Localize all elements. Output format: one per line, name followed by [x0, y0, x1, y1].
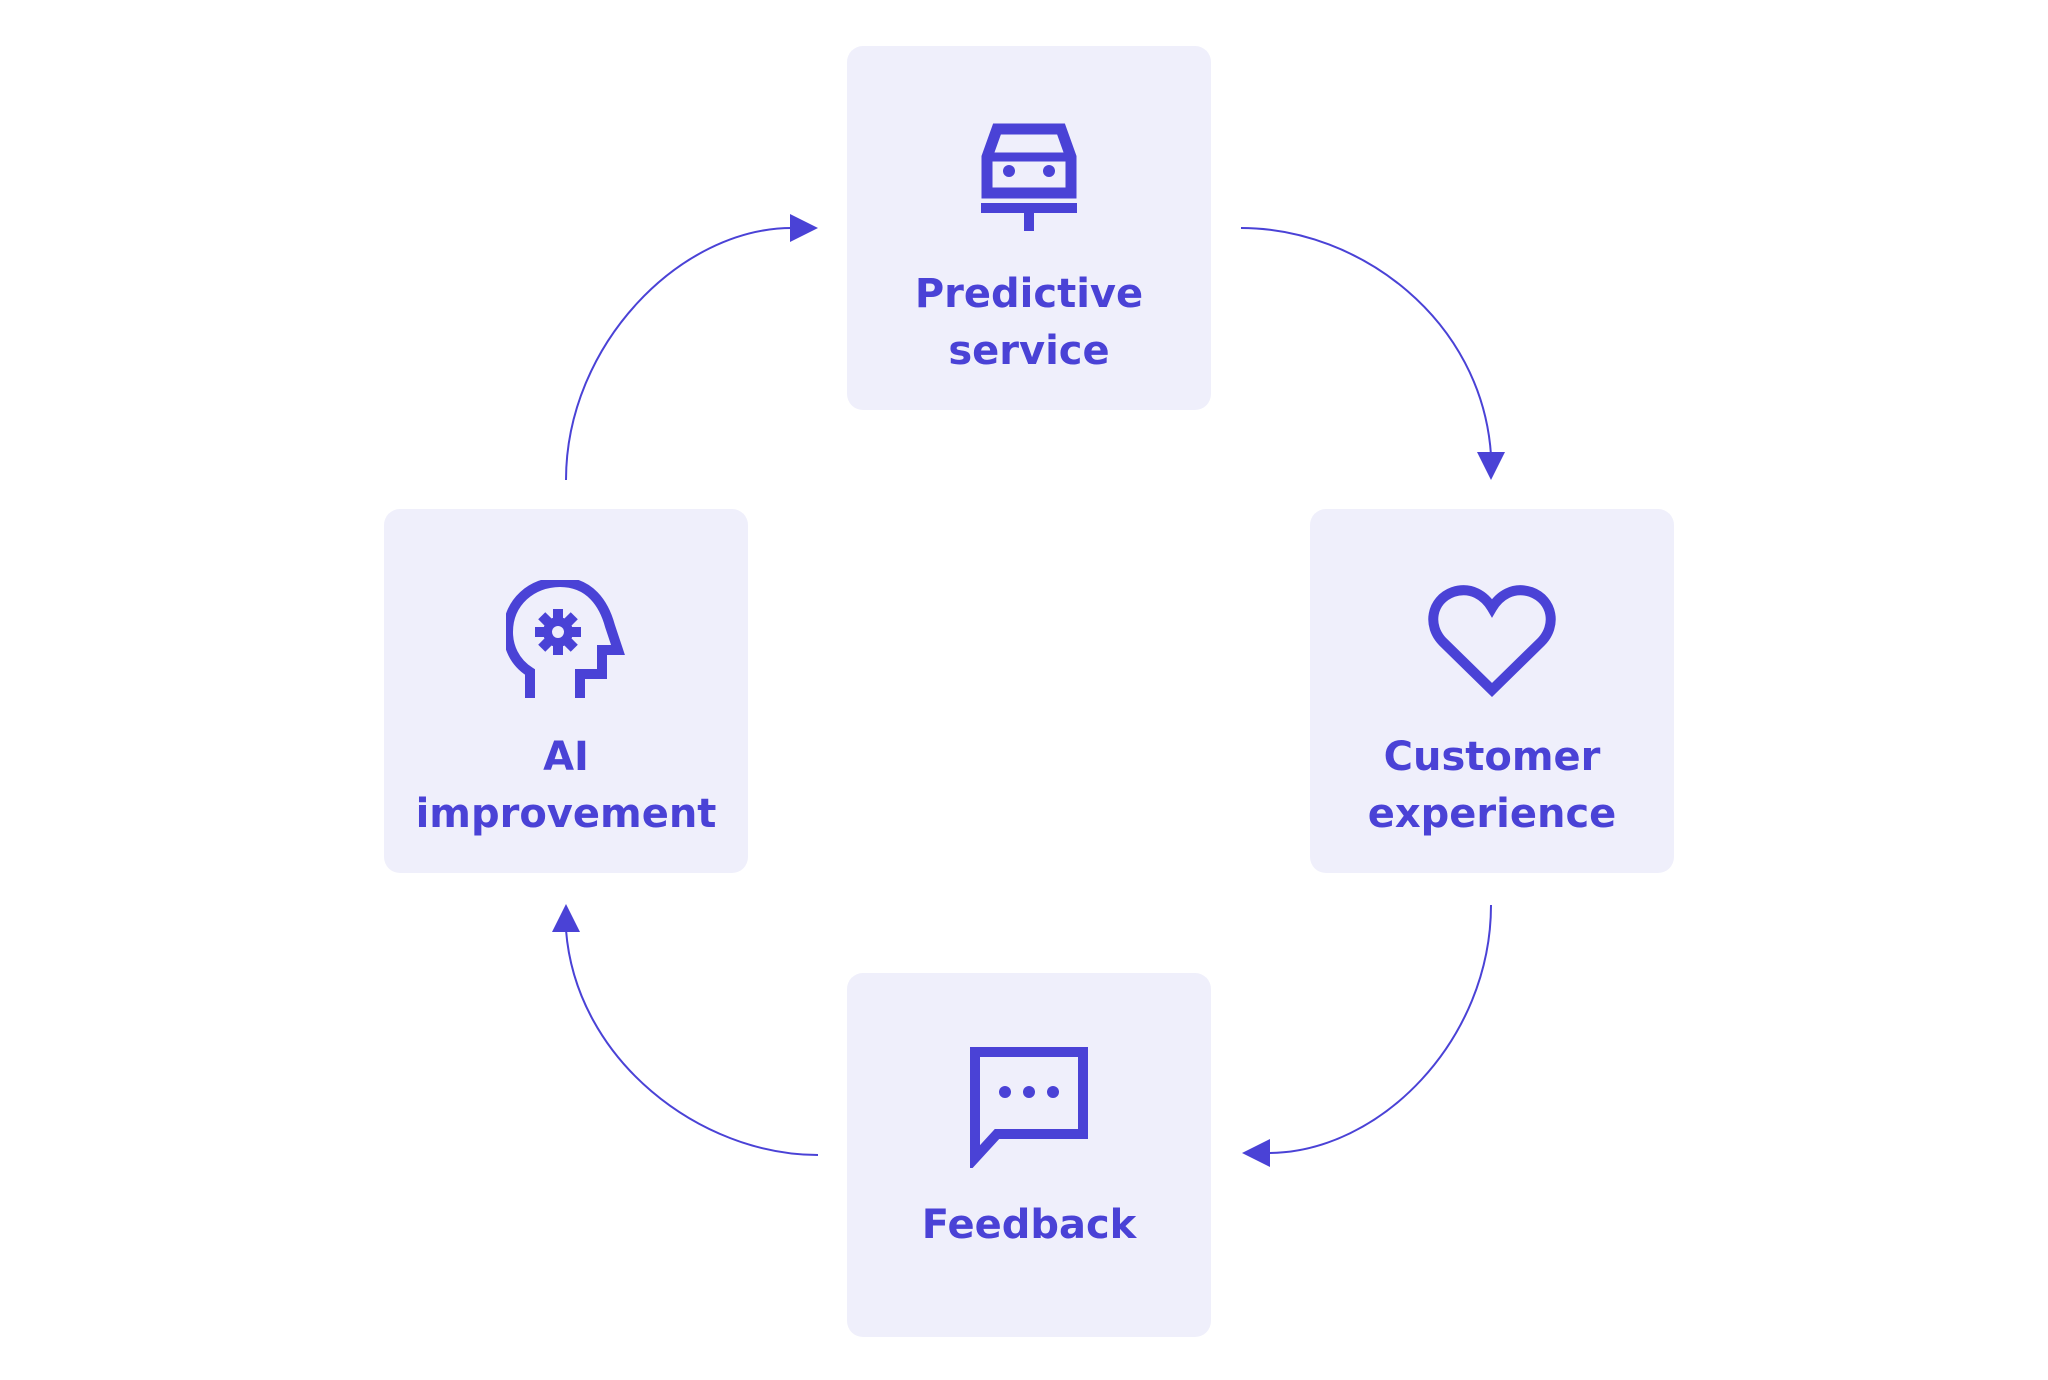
node-predictive-service: Predictive service [847, 46, 1211, 410]
car-on-lift-icon [847, 114, 1211, 244]
arrowhead-predictive-to-customer [1477, 452, 1505, 480]
arrowhead-feedback-to-ai [552, 904, 580, 932]
node-label: Feedback [921, 1202, 1137, 1248]
node-feedback: Feedback [847, 973, 1211, 1337]
node-label: Customer experience [1367, 734, 1617, 837]
arrowhead-ai-to-predictive [790, 214, 818, 242]
arrow-predictive-to-customer [1240, 227, 1492, 456]
heart-icon [1310, 577, 1674, 707]
arrow-ai-to-predictive [565, 227, 793, 481]
arrow-customer-to-feedback [1267, 904, 1492, 1154]
node-label: AI improvement [415, 734, 717, 837]
node-ai-improvement: AI improvement [384, 509, 748, 873]
arrowhead-customer-to-feedback [1242, 1139, 1270, 1167]
head-gear-icon [384, 577, 748, 707]
node-label: Predictive service [914, 271, 1144, 374]
node-customer-experience: Customer experience [1310, 509, 1674, 873]
arrow-feedback-to-ai [565, 929, 819, 1156]
chat-bubble-icon [847, 1041, 1211, 1171]
